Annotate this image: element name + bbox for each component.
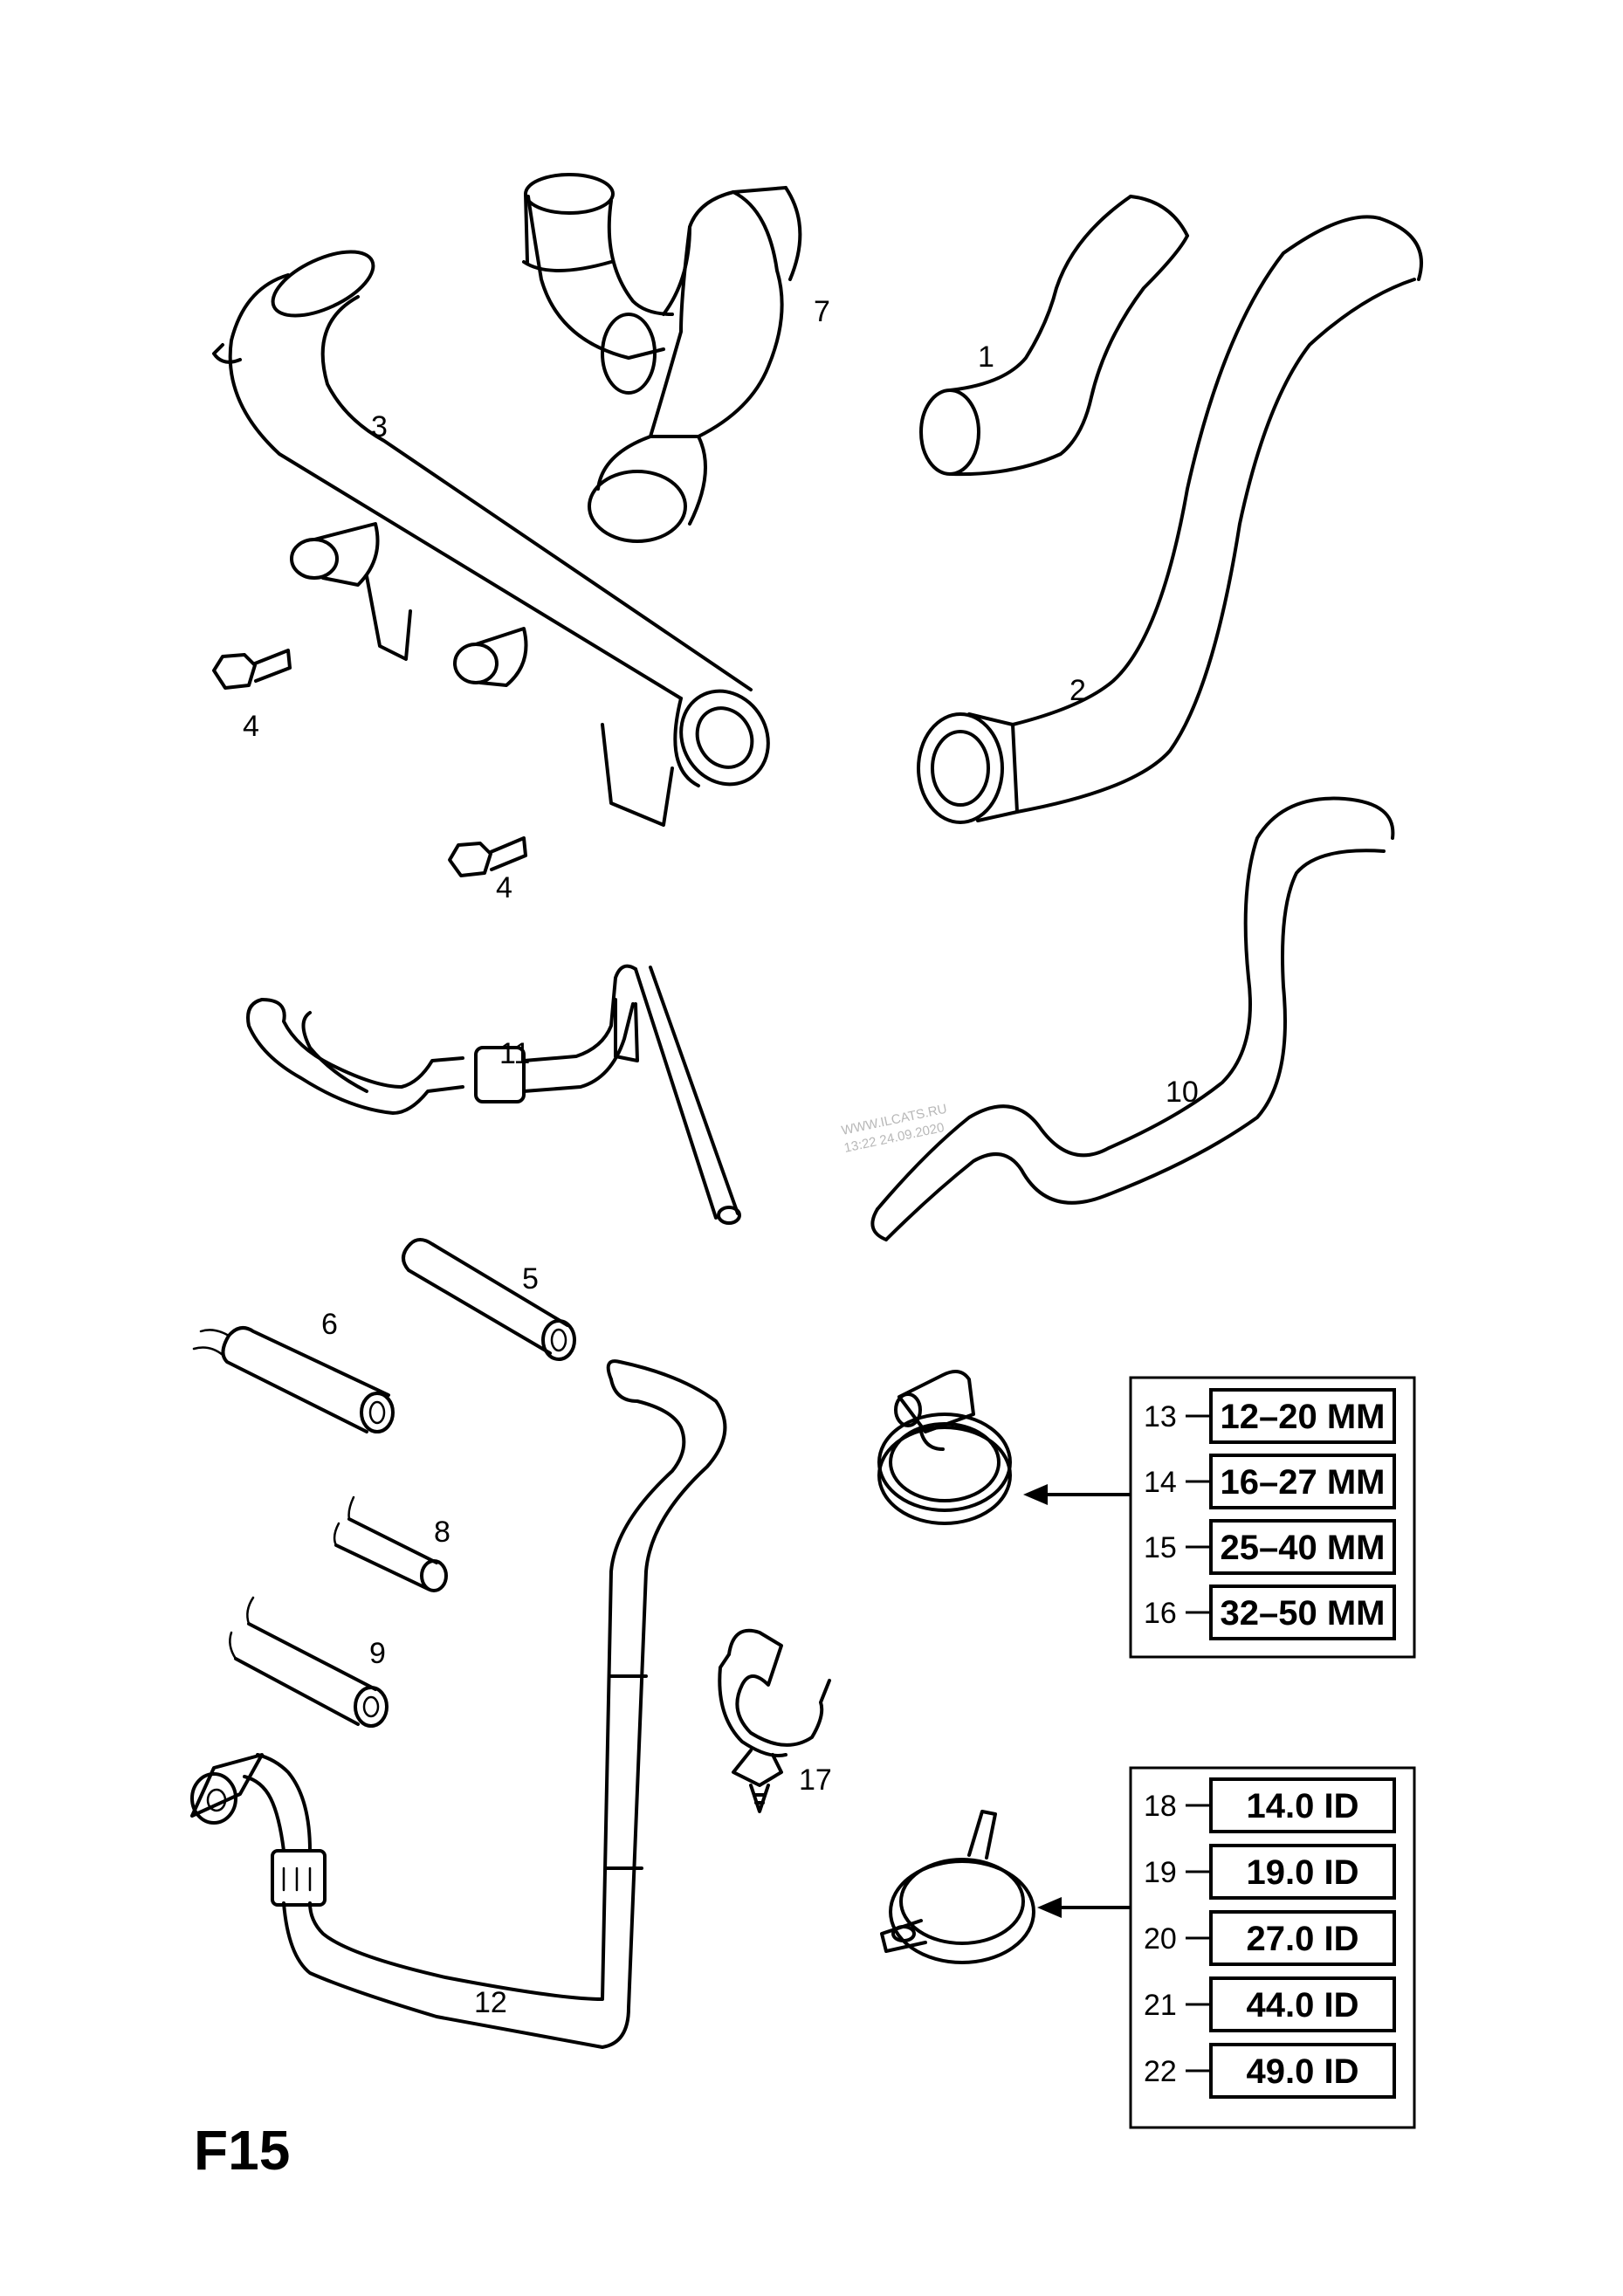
size-row-number: 18: [1144, 1790, 1177, 1823]
part-1-hose[interactable]: [919, 195, 1189, 477]
size-row: 16 32–50 MM: [1144, 1585, 1396, 1640]
callout-12: 12: [474, 1986, 507, 2019]
part-7-elbow-hose[interactable]: [522, 173, 802, 543]
callout-10: 10: [1166, 1076, 1199, 1109]
size-row-label: 32–50 MM: [1221, 1594, 1386, 1633]
size-row: 18 14.0 ID: [1144, 1777, 1396, 1833]
part-4-bolt-upper[interactable]: [212, 649, 292, 690]
callout-5: 5: [522, 1262, 539, 1296]
callout-2: 2: [1069, 674, 1086, 707]
part-5-hose-section[interactable]: [402, 1238, 576, 1361]
size-row-box: [1209, 1910, 1396, 1966]
size-row-label: 16–27 MM: [1221, 1463, 1386, 1502]
part-6-hose-section[interactable]: [192, 1326, 395, 1433]
arrow-screw-clamp: [1023, 1484, 1131, 1505]
size-row-number: 16: [1144, 1597, 1177, 1630]
size-row-number: 21: [1144, 1989, 1177, 2022]
figure-code: F15: [194, 2119, 290, 2182]
part-9-hose[interactable]: [229, 1596, 389, 1728]
part-11-pipe-assembly[interactable]: [246, 964, 741, 1225]
arrow-spring-clamp: [1037, 1897, 1131, 1918]
part-3-coolant-pipe[interactable]: [212, 238, 785, 827]
size-row-box: [1209, 1454, 1396, 1509]
callout-8: 8: [434, 1516, 450, 1549]
size-row-box: [1209, 2043, 1396, 2099]
size-row-box: [1209, 1585, 1396, 1640]
part-8-hose[interactable]: [333, 1495, 448, 1592]
part-17-hose-clip[interactable]: [718, 1628, 831, 1813]
size-row: 22 49.0 ID: [1144, 2043, 1396, 2099]
size-row-label: 44.0 ID: [1247, 1986, 1359, 2024]
size-row-label: 12–20 MM: [1221, 1398, 1386, 1436]
size-row-label: 49.0 ID: [1247, 2052, 1359, 2091]
size-row: 19 19.0 ID: [1144, 1844, 1396, 1900]
size-row-box: [1209, 1519, 1396, 1575]
size-row-label: 27.0 ID: [1247, 1920, 1359, 1958]
size-row-number: 14: [1144, 1466, 1177, 1499]
size-row-number: 15: [1144, 1531, 1177, 1564]
screw-clamp-size-rows: 13 12–20 MM 14 16–27 MM 15 25–40 MM 16 32–50 MM: [1144, 1388, 1396, 1640]
size-row-number: 22: [1144, 2055, 1177, 2088]
callout-1: 1: [978, 340, 994, 374]
part-12-pipe[interactable]: [190, 1359, 727, 2049]
part-4-bolt-lower[interactable]: [448, 836, 527, 877]
callout-6: 6: [321, 1308, 338, 1341]
callout-7: 7: [814, 295, 830, 328]
screw-clamp-size-table: [1129, 1376, 1416, 1659]
size-row: 14 16–27 MM: [1144, 1454, 1396, 1509]
spring-hose-clamp[interactable]: [880, 1810, 1035, 1964]
size-row-label: 19.0 ID: [1247, 1853, 1359, 1892]
callout-4-lower: 4: [496, 871, 512, 904]
spring-clamp-size-table: [1129, 1766, 1416, 2129]
size-row-label: 25–40 MM: [1221, 1529, 1386, 1567]
size-row-number: 13: [1144, 1400, 1177, 1433]
size-row-box: [1209, 1777, 1396, 1833]
size-row: 20 27.0 ID: [1144, 1910, 1396, 1966]
size-row-label: 14.0 ID: [1247, 1787, 1359, 1825]
size-row: 13 12–20 MM: [1144, 1388, 1396, 1444]
part-10-hose[interactable]: [870, 796, 1395, 1241]
callout-3: 3: [371, 410, 388, 443]
callout-17: 17: [799, 1763, 832, 1797]
part-2-hose[interactable]: [917, 215, 1423, 824]
callout-4-upper: 4: [243, 710, 259, 743]
size-row-box: [1209, 1388, 1396, 1444]
size-row-box: [1209, 1844, 1396, 1900]
size-row: 21 44.0 ID: [1144, 1976, 1396, 2032]
size-row-number: 19: [1144, 1856, 1177, 1889]
screw-hose-clamp[interactable]: [877, 1370, 1012, 1525]
size-row-number: 20: [1144, 1922, 1177, 1956]
size-row: 15 25–40 MM: [1144, 1519, 1396, 1575]
callout-9: 9: [369, 1637, 386, 1670]
size-row-box: [1209, 1976, 1396, 2032]
spring-clamp-size-rows: 18 14.0 ID 19 19.0 ID 20 27.0 ID 21 44.0 ID 22 49…: [1144, 1777, 1396, 2099]
callout-11: 11: [499, 1037, 530, 1070]
